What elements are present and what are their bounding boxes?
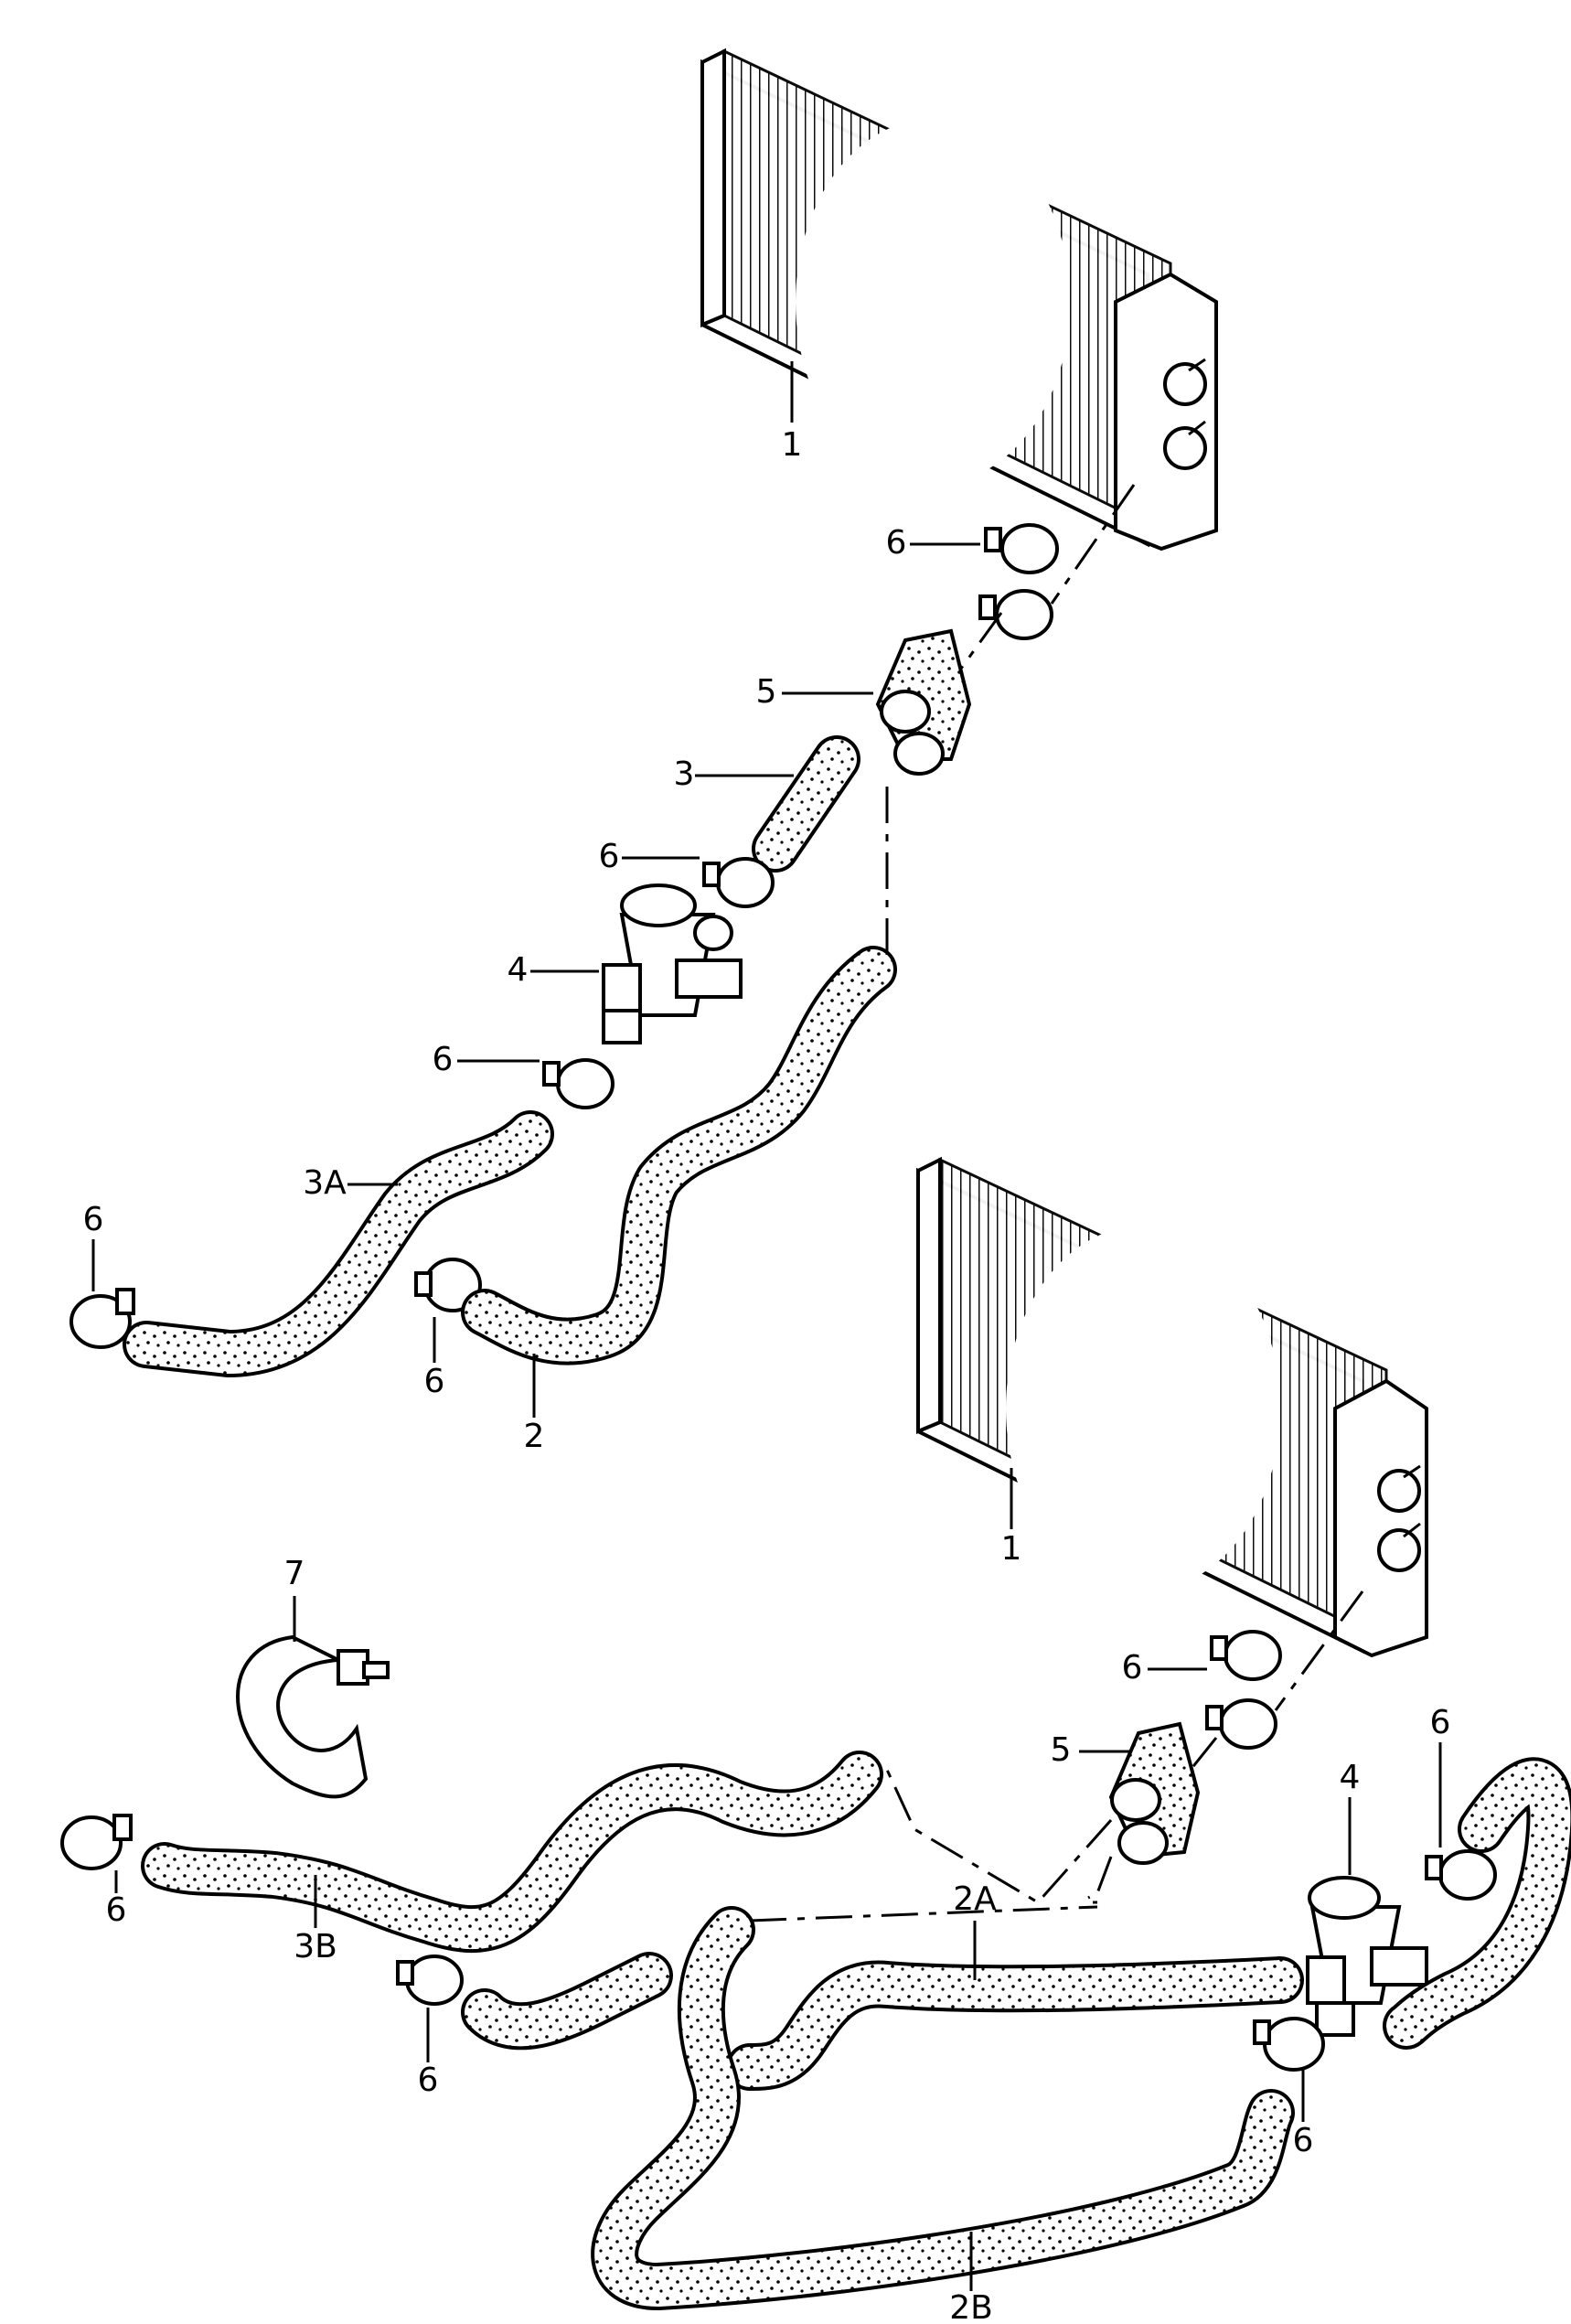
label-clamp-d: 6 [433, 1041, 454, 1078]
heater-core-upper [700, 48, 1218, 552]
hose-2 [461, 946, 897, 1365]
hose-clamp-upper-c [702, 857, 775, 908]
label-clamp-e: 6 [83, 1201, 104, 1238]
label-hose-3: 3 [674, 755, 695, 793]
hose-2a [726, 1956, 1304, 2091]
control-valve-upper [602, 884, 743, 1044]
hose-short-lower-left [461, 1952, 673, 2051]
hose-clamp-upper-b [978, 589, 1053, 640]
label-radiator-lower: 1 [1001, 1530, 1022, 1568]
retaining-strap [236, 1634, 390, 1799]
label-clamp-j: 6 [418, 2062, 439, 2099]
heater-core-lower [916, 1156, 1428, 1658]
label-connector-lower: 5 [1051, 1731, 1072, 1769]
hose-clamp-lower-d [1425, 1849, 1497, 1901]
label-clamp-g: 6 [1122, 1649, 1143, 1687]
label-clamp-i: 6 [1430, 1704, 1451, 1741]
label-connector-upper: 5 [756, 673, 777, 711]
hose-connector-upper [875, 628, 972, 776]
label-clamp-k: 6 [1293, 2122, 1314, 2159]
label-clamp-h: 6 [106, 1891, 127, 1929]
hose-clamp-upper-e [69, 1288, 135, 1349]
hose-clamp-lower-b [1205, 1698, 1277, 1750]
label-clamp-c: 6 [599, 838, 620, 875]
label-hose-2a: 2A [953, 1880, 997, 1918]
hose-clamp-lower-f [1253, 2017, 1325, 2072]
label-hose-2: 2 [524, 1418, 545, 1455]
hose-3 [752, 735, 860, 873]
hose-return-right [1383, 1757, 1571, 2050]
label-radiator-upper: 1 [782, 426, 803, 464]
hose-2b [591, 1906, 1295, 2310]
hose-clamp-lower-e [396, 1955, 464, 2006]
hose-clamp-lower-c [60, 1814, 133, 1870]
label-clamp-f: 6 [424, 1363, 445, 1400]
label-hose-2b: 2B [949, 2289, 993, 2324]
hose-3b [141, 1751, 883, 1954]
hose-connector-lower [1108, 1721, 1201, 1865]
label-valve-upper: 4 [508, 951, 529, 989]
hose-clamp-upper-a [984, 523, 1059, 574]
label-hose-3b: 3B [294, 1928, 337, 1965]
label-clamp-a: 6 [886, 524, 907, 562]
label-valve-lower: 4 [1340, 1759, 1361, 1796]
hose-clamp-upper-d [542, 1058, 615, 1109]
hose-3a [123, 1110, 554, 1377]
hose-clamp-lower-a [1210, 1630, 1282, 1681]
label-hose-3a: 3A [303, 1164, 347, 1202]
control-valve-lower [1306, 1876, 1428, 2037]
label-strap-7: 7 [284, 1555, 305, 1592]
